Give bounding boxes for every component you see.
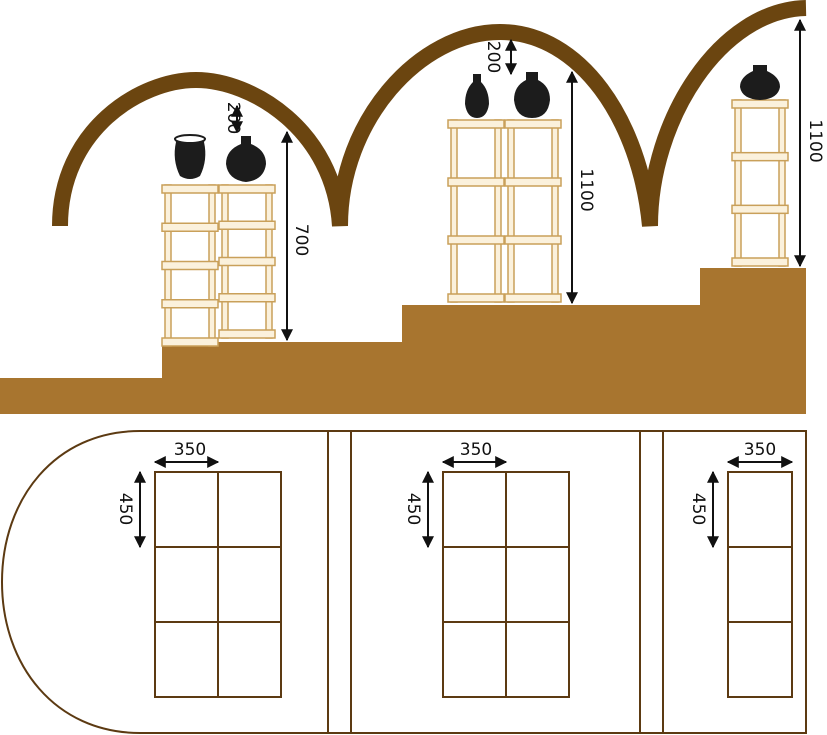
plan-view xyxy=(0,430,807,734)
dim-width-2: 350 xyxy=(460,440,492,460)
stepped-floor xyxy=(0,268,806,414)
dim-depth-1: 450 xyxy=(115,493,135,525)
elevation-dimensions: 200 700 200 1100 1100 xyxy=(223,18,825,342)
plan-shelf-3 xyxy=(727,471,793,698)
dim-height-middle: 1100 xyxy=(576,168,596,211)
shelving-units xyxy=(161,99,789,347)
vase-icon xyxy=(174,134,206,179)
vase-icon xyxy=(226,136,266,182)
shelving-unit xyxy=(161,184,219,347)
vases xyxy=(174,65,780,182)
dim-depth-2: 450 xyxy=(403,493,423,525)
dim-height-left: 700 xyxy=(291,224,311,256)
dim-gap-left: 200 xyxy=(223,102,243,134)
plan-shelf-2 xyxy=(442,471,570,698)
dim-width-1: 350 xyxy=(174,440,206,460)
plan-shelf-1 xyxy=(154,471,282,698)
shelving-unit xyxy=(447,119,505,303)
elevation-view: 200 700 200 1100 1100 xyxy=(0,0,825,414)
vase-icon xyxy=(514,72,550,118)
dim-height-right: 1100 xyxy=(805,119,825,162)
dim-gap-middle: 200 xyxy=(483,41,503,73)
vase-icon xyxy=(740,65,780,100)
dim-depth-3: 450 xyxy=(688,493,708,525)
dim-width-3: 350 xyxy=(744,440,776,460)
vase-icon xyxy=(465,74,489,118)
plan-outline xyxy=(0,430,807,734)
shelving-unit xyxy=(731,99,789,267)
shelving-unit xyxy=(218,184,276,339)
shelving-unit xyxy=(504,119,562,303)
plan-dimensions: 350 450 350 450 350 450 xyxy=(115,440,794,549)
vaulted-ceiling-arches xyxy=(52,0,807,227)
